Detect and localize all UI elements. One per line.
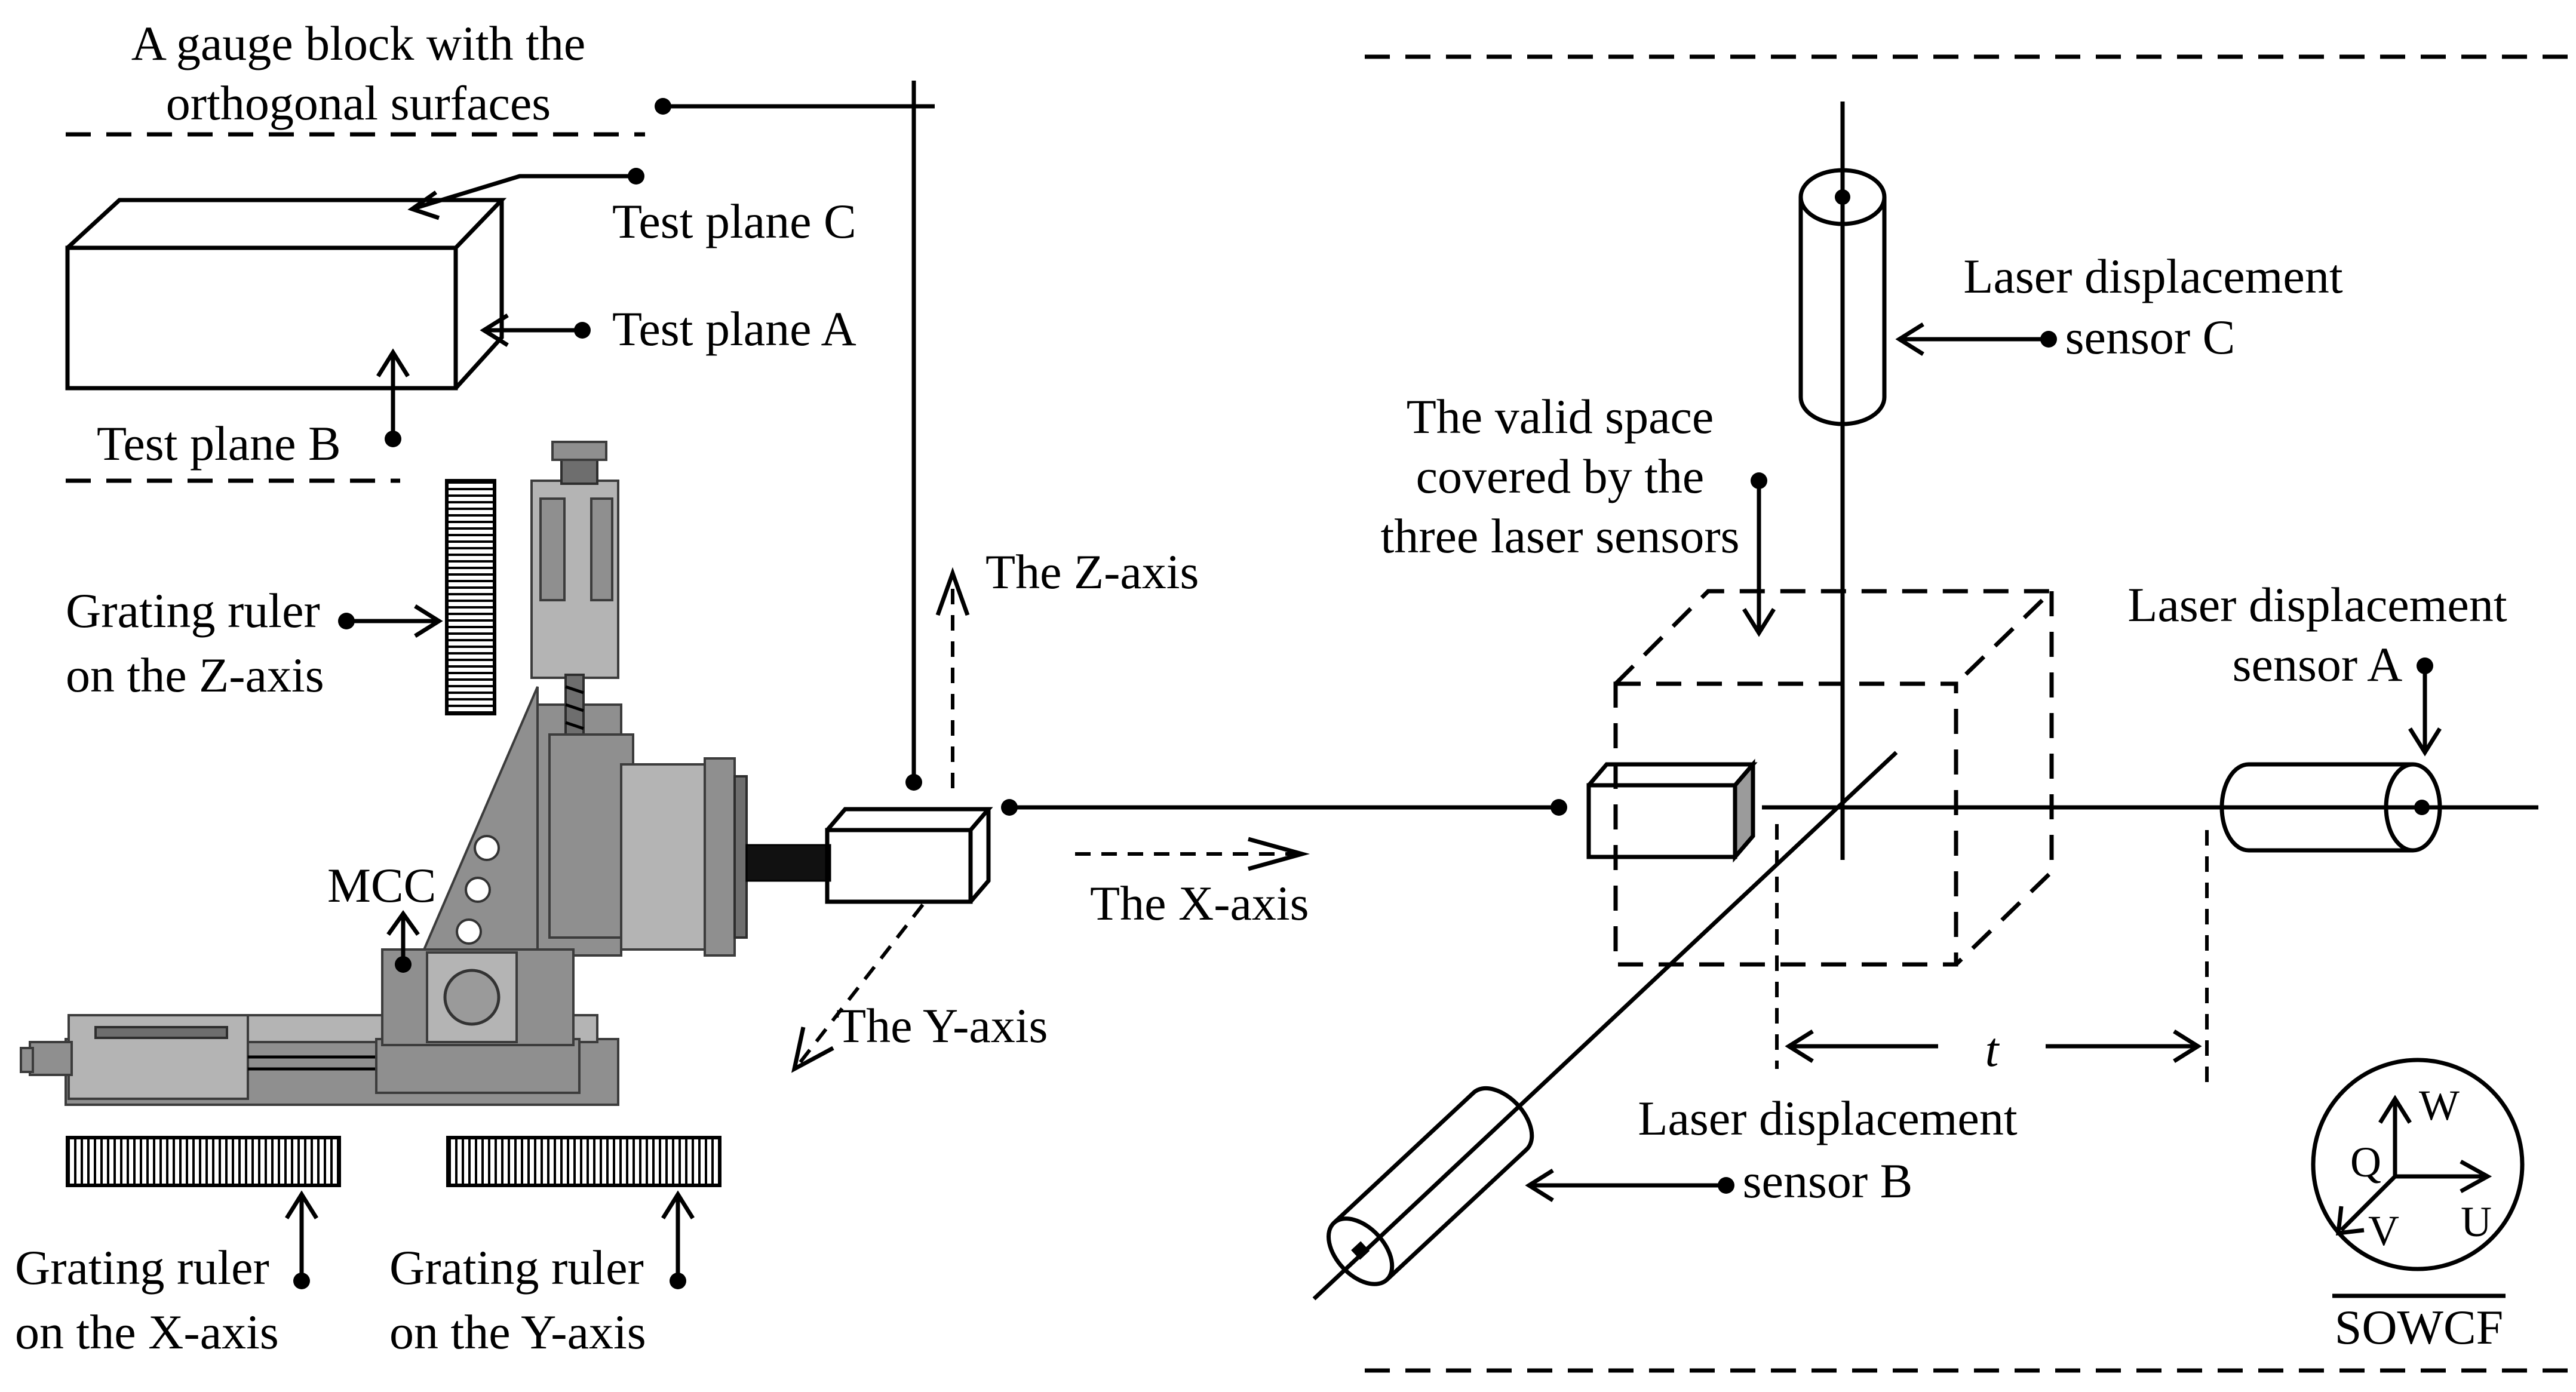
y-axis-label: The Y-axis [836,998,1048,1053]
grating-z-label-2: on the Z-axis [66,648,324,702]
test-plane-a-label: Test plane A [612,302,856,356]
laser-sensor-b [1326,1086,1734,1286]
gauge-block-label-2: orthogonal surfaces [166,76,551,130]
y-axis-arrow [791,904,925,1073]
frame-u-label: U [2461,1198,2492,1246]
machine-stages [20,441,831,1106]
grating-ruler-y [446,1136,721,1289]
test-plane-a-arrow [480,314,591,347]
mcc-label: MCC [327,858,436,912]
grating-ruler-x [66,1136,341,1289]
sensor-c-label-1: Laser displacement [1963,249,2342,303]
grating-x-label-2: on the X-axis [15,1305,279,1359]
test-plane-b-label: Test plane B [97,416,341,471]
sowcf-frame [2311,1058,2525,1298]
valid-space-cube [1613,589,2057,967]
valid-space-label-2: covered by the [1416,449,1705,503]
z-axis-arrow [935,567,970,788]
gauge-block-label-1: A gauge block with the [131,16,586,70]
dimension-t-label: t [1985,1022,2000,1077]
text-labels: A gauge block with the orthogonal surfac… [15,16,2507,1359]
sensor-axes [1312,102,2538,1301]
sowcf-label: SOWCF [2335,1300,2504,1354]
grating-z-label-1: Grating ruler [66,583,320,638]
dimension-t [1775,824,2209,1093]
laser-sensor-c [1798,168,2057,426]
x-axis-arrow [1075,837,1310,871]
valid-space-arrow [1742,472,1776,637]
grating-x-label-1: Grating ruler [15,1240,269,1295]
mcc-arrow [386,909,420,973]
test-plane-c-label: Test plane C [612,194,856,248]
grating-ruler-z [338,479,496,715]
gauge-block-illustration [65,132,645,483]
probe-block-left [825,807,993,904]
valid-space-label-3: three laser sensors [1380,509,1739,563]
x-axis-label: The X-axis [1090,876,1309,930]
sensor-a-label-1: Laser displacement [2127,577,2507,632]
frame-q-label: Q [2350,1138,2381,1186]
probe-block-right [1586,758,1758,863]
laser-sensor-a [2219,657,2442,853]
test-plane-c-arrow [407,168,644,220]
z-axis-label: The Z-axis [985,545,1199,599]
sensor-c-label-2: sensor C [2065,310,2236,364]
frame-v-label: V [2368,1207,2399,1255]
transfer-arrow [1001,799,1567,816]
grating-y-label-1: Grating ruler [389,1240,644,1295]
test-plane-b-arrow [376,348,410,447]
sensor-b-label-1: Laser displacement [1638,1091,2017,1145]
sensor-a-label-2: sensor A [2233,637,2403,692]
grating-y-label-2: on the Y-axis [389,1305,646,1359]
sensor-b-label-2: sensor B [1743,1154,1913,1208]
gauge-block-leader [655,81,935,791]
frame-w-label: W [2419,1081,2460,1129]
valid-space-label-1: The valid space [1407,389,1714,444]
